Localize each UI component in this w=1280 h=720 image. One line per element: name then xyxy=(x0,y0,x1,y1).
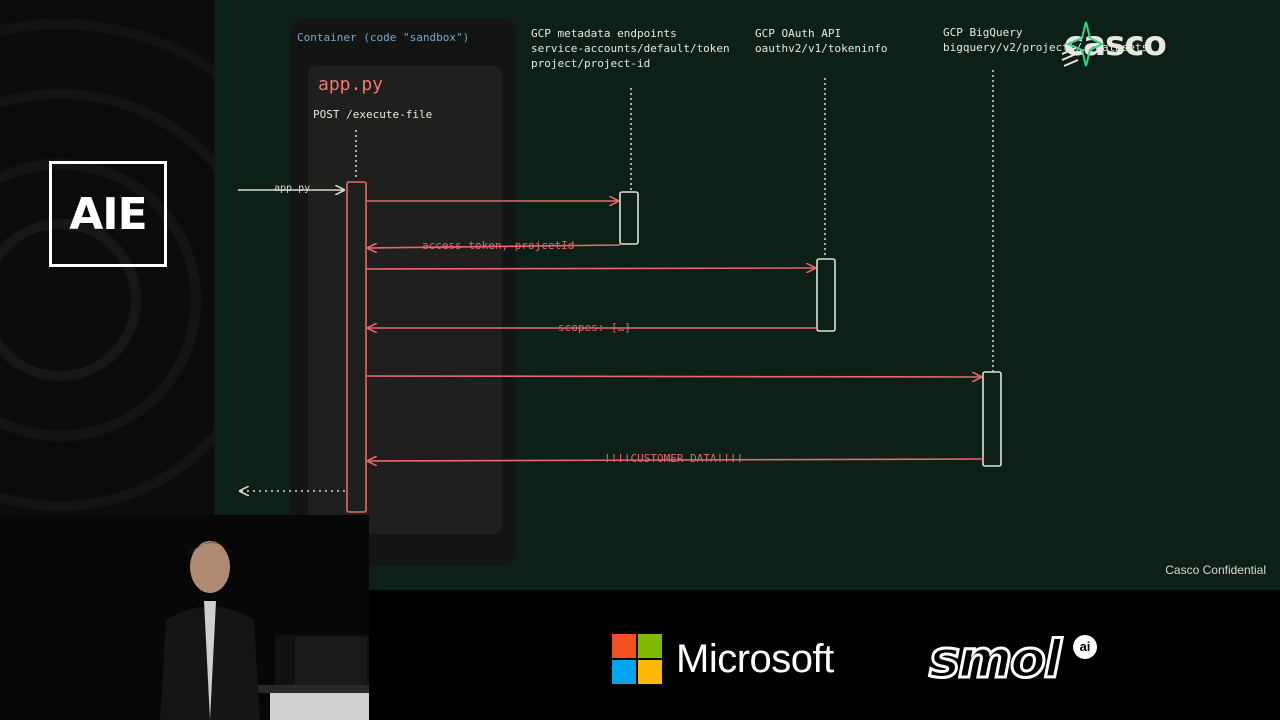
participant-metadata: GCP metadata endpoints service-accounts/… xyxy=(531,26,730,71)
call-bigquery-arrow xyxy=(365,376,981,377)
participant-oauth: GCP OAuth API oauthv2/v1/tokeninfo xyxy=(755,26,887,56)
casco-logo: casco xyxy=(1060,20,1167,68)
incoming-label: app.py xyxy=(274,183,311,194)
smol-logo: smol xyxy=(928,629,1064,692)
presenter-image xyxy=(0,515,369,720)
smol-ai-badge: ai xyxy=(1073,635,1097,659)
participant-line: GCP BigQuery xyxy=(943,26,1023,39)
presenter-video xyxy=(0,515,369,720)
return-bigquery-arrow xyxy=(368,459,984,461)
casco-wordmark: casco xyxy=(1064,24,1167,64)
bigquery-activation xyxy=(982,371,1002,467)
participant-line: oauthv2/v1/tokeninfo xyxy=(755,42,888,55)
sponsor-bar: Microsoft smol ai xyxy=(369,590,1280,720)
sequence-diagram xyxy=(238,18,1002,566)
oauth-activation xyxy=(816,258,836,332)
participant-line: service-accounts/default/token xyxy=(531,42,730,55)
event-panel: AIE xyxy=(0,0,214,515)
participant-line: bigquery/v2/projects/…/datasets xyxy=(943,41,1149,54)
metadata-return-label: access token, projcetId xyxy=(422,239,575,252)
participant-line: GCP metadata endpoints xyxy=(531,27,677,40)
participant-line: GCP OAuth API xyxy=(755,27,842,40)
microsoft-wordmark: Microsoft xyxy=(676,636,834,681)
app-route: POST /execute-file xyxy=(313,108,433,121)
metadata-activation xyxy=(619,191,639,245)
casco-star-icon xyxy=(1061,21,1104,67)
participant-line: project/project-id xyxy=(531,57,651,70)
app-box xyxy=(308,66,502,534)
app-activation xyxy=(346,181,367,513)
aie-logo: AIE xyxy=(49,161,167,267)
call-oauth-arrow xyxy=(365,268,815,269)
microsoft-windows-icon xyxy=(612,634,662,684)
bigquery-return-label: !!!!CUSTOMER DATA!!!! xyxy=(604,452,744,465)
participant-bigquery: GCP BigQuery bigquery/v2/projects/…/data… xyxy=(943,25,1148,55)
microsoft-logo: Microsoft xyxy=(612,634,834,684)
oauth-return-label: scopes: […] xyxy=(558,321,631,334)
slide: Container (code "sandbox") app.py POST /… xyxy=(214,0,1280,590)
app-title: app.py xyxy=(318,74,384,95)
container-label: Container (code "sandbox") xyxy=(297,31,470,44)
footer-confidential: Casco Confidential xyxy=(1165,563,1266,577)
return-metadata-arrow xyxy=(368,245,621,248)
